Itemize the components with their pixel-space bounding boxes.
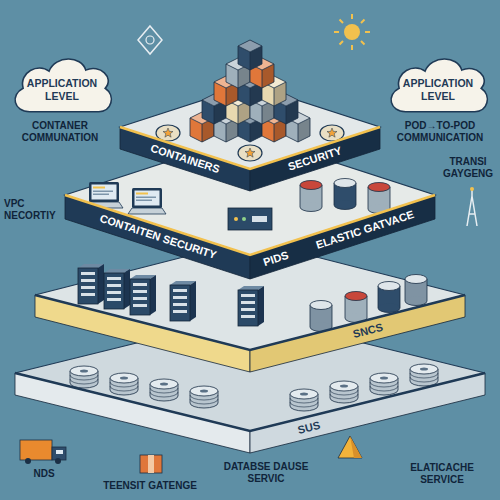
cloud-label: APPLICATION LEVEL bbox=[27, 78, 97, 103]
annotation-label: ELATICACHE SERVICE bbox=[390, 462, 494, 486]
platform-tier: CONTAINERSSECURITY bbox=[120, 85, 380, 191]
annotation-label: TRANSI GAYGENG bbox=[438, 156, 498, 180]
annotation-label: CONTANER COMMUNATION bbox=[4, 120, 116, 144]
cloud-label: APPLICATION LEVEL bbox=[403, 78, 473, 103]
tier-label: CONTAITEN SECURITY bbox=[97, 212, 217, 262]
annotation-label: TEENSIT GATENGE bbox=[95, 480, 205, 492]
cloud-shape: APPLICATION LEVEL bbox=[8, 52, 116, 116]
platform-tier: SUS bbox=[15, 315, 485, 453]
annotation-label: NDS bbox=[14, 468, 74, 480]
tier-band bbox=[120, 85, 380, 191]
annotation-label: POD→TO-POD COMMUNICATION bbox=[384, 120, 496, 144]
platform-tier: CONTAITEN SECURITYPIDSELASTIC GATVACE bbox=[65, 135, 435, 279]
tier-band bbox=[15, 315, 485, 453]
annotation-label: DATABSE DAUSE SERVIC bbox=[210, 461, 322, 485]
tier-band bbox=[65, 135, 435, 279]
cloud-shape: APPLICATION LEVEL bbox=[384, 52, 492, 116]
tier-band bbox=[35, 240, 465, 372]
annotation-label: VPC NECORTIY bbox=[4, 198, 62, 222]
platform-tier: SNCS bbox=[35, 240, 465, 372]
